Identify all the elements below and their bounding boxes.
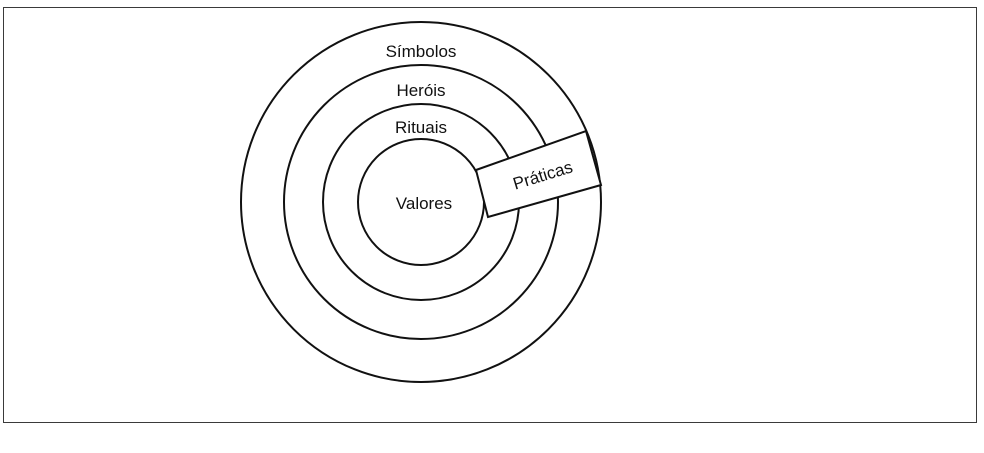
label-valores: Valores	[396, 194, 452, 213]
label-herois: Heróis	[396, 81, 445, 100]
label-simbolos: Símbolos	[386, 42, 457, 61]
label-rituais: Rituais	[395, 118, 447, 137]
praticas-band	[474, 129, 603, 219]
ring-simbolos	[240, 21, 602, 383]
ring-herois	[283, 64, 559, 340]
